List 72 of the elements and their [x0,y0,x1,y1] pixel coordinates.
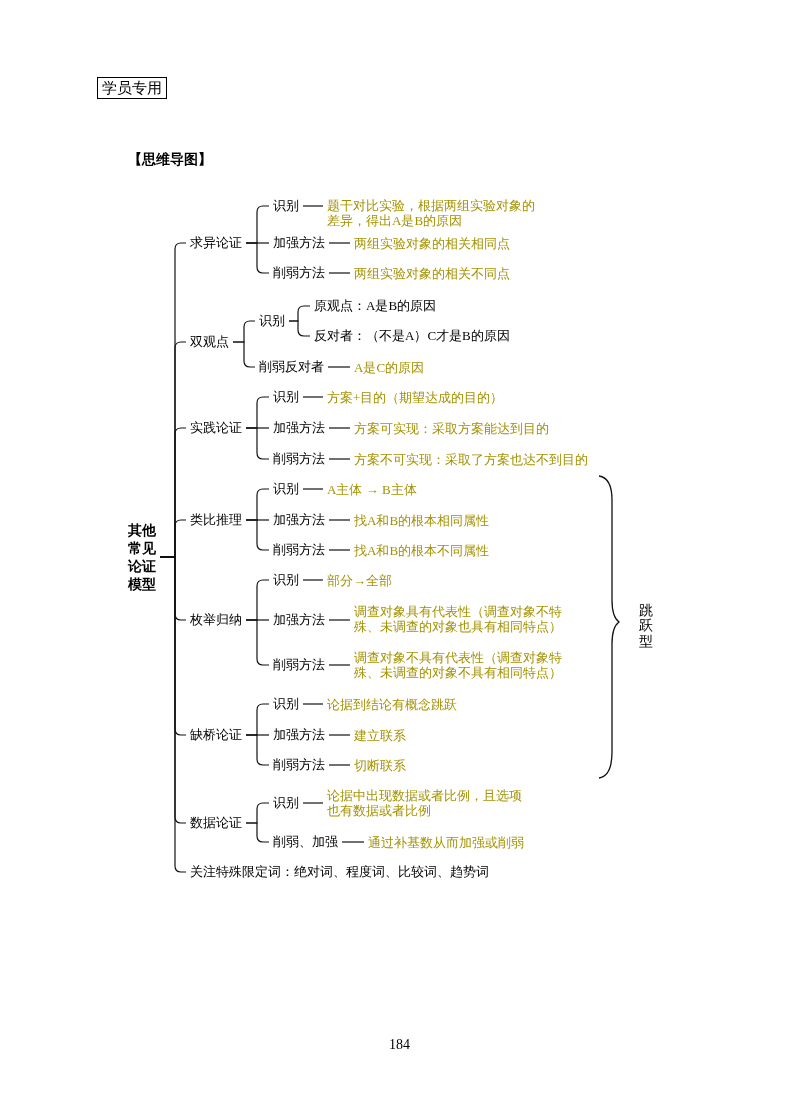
connector-line [341,841,365,843]
note-text: 部分→全部 [323,572,396,588]
connector-line [328,619,351,621]
branch-topic: 类比推理 [186,512,246,528]
subtopic-label: 削弱方法 [269,265,329,281]
subtopic-label: 加强方法 [269,727,329,743]
subtopic-label: 识别 [255,313,289,329]
note-text: A主体 → B主体 [323,481,421,497]
connector-line [328,734,351,736]
note-text: 方案不可实现：采取了方案也达不到目的 [350,451,592,467]
note-text: 找A和B的根本相同属性 [350,512,494,528]
note-text: 切断联系 [350,757,410,773]
root-topic: 其他常见论证模型 [124,521,160,593]
subtopic-label: 识别 [269,572,303,588]
connector-line [328,427,351,429]
note-text: A是C的原因 [350,359,429,375]
subtopic-label: 加强方法 [269,235,329,251]
subtopic-label: 削弱方法 [269,451,329,467]
subtopic-label: 削弱、加强 [269,834,342,850]
connector-line [302,488,324,490]
connector-line [288,320,311,337]
branch-topic: 求异论证 [186,235,246,251]
note-text: 方案+目的（期望达成的目的） [323,389,508,405]
note-text: 论据到结论有概念跳跃 [323,696,461,712]
subtopic-label: 加强方法 [269,612,329,628]
subtopic-label: 加强方法 [269,512,329,528]
subtopic-label: 反对者：（不是A）C才是B的原因 [310,328,514,344]
connector-line [302,205,324,207]
vertical-label: 跳跃型 [639,603,653,650]
note-text: 建立联系 [350,727,410,743]
note-text: 两组实验对象的相关相同点 [350,235,514,251]
note-text: 找A和B的根本不同属性 [350,542,494,558]
branch-topic: 实践论证 [186,420,246,436]
subtopic-label: 识别 [269,481,303,497]
connector-line [245,822,270,843]
subtopic-label: 识别 [269,389,303,405]
branch-topic: 关注特殊限定词：绝对词、程度词、比较词、趋势词 [186,864,493,880]
note-text: 通过补基数从而加强或削弱 [364,834,528,850]
connector-line [302,802,324,804]
note-text: 两组实验对象的相关不同点 [350,265,514,281]
connector-line [328,242,351,244]
subtopic-label: 削弱方法 [269,542,329,558]
note-text: 题干对比实验，根据两组实验对象的差异，得出A是B的原因 [323,198,543,228]
page-number: 184 [389,1037,410,1053]
connector-line [302,396,324,398]
tag-box: 学员专用 [97,77,167,99]
branch-topic: 数据论证 [186,815,246,831]
note-text: 方案可实现：采取方案能达到目的 [350,420,553,436]
branch-topic: 双观点 [186,334,233,350]
subtopic-label: 削弱方法 [269,757,329,773]
connector-line [302,703,324,705]
connector-line [328,272,351,274]
connector-line [328,519,351,521]
subtopic-label: 削弱方法 [269,657,329,673]
subtopic-label: 识别 [269,198,303,214]
note-text: 调查对象不具有代表性（调查对象特殊、未调查的对象不具有相同特点） [350,650,570,680]
subtopic-label: 削弱反对者 [255,359,328,375]
note-text: 论据中出现数据或者比例，且选项也有数据或者比例 [323,788,530,818]
branch-topic: 缺桥论证 [186,727,246,743]
connector-line [328,458,351,460]
connector-line [328,764,351,766]
note-text: 调查对象具有代表性（调查对象不特殊、未调查的对象也具有相同特点） [350,604,570,634]
connector-line [302,579,324,581]
connector-line [327,366,351,368]
subtopic-label: 识别 [269,696,303,712]
subtopic-label: 加强方法 [269,420,329,436]
branch-topic: 枚举归纳 [186,612,246,628]
subtopic-label: 识别 [269,795,303,811]
connector-line [328,664,351,666]
connector-line [328,549,351,551]
subtopic-label: 原观点：A是B的原因 [310,298,441,314]
title: 【思维导图】 [128,150,212,168]
